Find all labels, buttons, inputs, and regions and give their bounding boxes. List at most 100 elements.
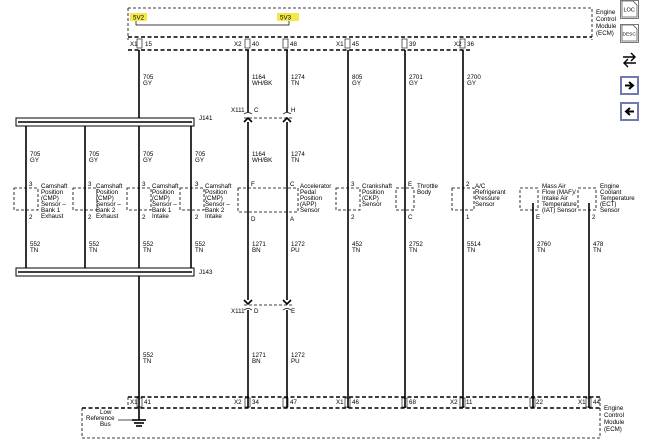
svg-text:1164: 1164 bbox=[252, 74, 266, 81]
svg-text:X1: X1 bbox=[130, 41, 138, 48]
svg-text:1272: 1272 bbox=[291, 352, 305, 359]
svg-text:J141: J141 bbox=[199, 115, 213, 122]
svg-text:PU: PU bbox=[291, 247, 300, 254]
svg-text:Mass Air: Mass Air bbox=[542, 183, 566, 190]
bottom-pin-blocks bbox=[136, 397, 592, 408]
svg-text:2: 2 bbox=[466, 181, 470, 188]
component-cmp-bank2-exhaust: 3 2 Camshaft Position (CMP) Sensor – Ban… bbox=[72, 181, 123, 221]
desc-button[interactable]: DESC bbox=[620, 24, 639, 43]
arrow-left-icon bbox=[624, 107, 634, 116]
svg-text:GY: GY bbox=[30, 157, 39, 164]
svg-text:D: D bbox=[254, 308, 259, 315]
svg-text:1164: 1164 bbox=[252, 151, 266, 158]
svg-text:40: 40 bbox=[252, 41, 259, 48]
svg-text:TN: TN bbox=[352, 247, 360, 254]
svg-text:68: 68 bbox=[409, 399, 416, 406]
ecm-top-label: Engine Control Module (ECM) bbox=[596, 9, 617, 37]
swap-button[interactable] bbox=[620, 50, 639, 69]
svg-text:C: C bbox=[408, 214, 413, 221]
svg-text:1274: 1274 bbox=[291, 151, 305, 158]
svg-text:Intake Air: Intake Air bbox=[542, 195, 568, 202]
svg-text:478: 478 bbox=[593, 241, 604, 248]
prev-button[interactable] bbox=[620, 102, 639, 121]
svg-text:Refrigerant: Refrigerant bbox=[475, 189, 506, 196]
loc-button[interactable]: LOC bbox=[620, 0, 639, 19]
svg-text:A: A bbox=[290, 216, 295, 223]
svg-text:Module: Module bbox=[604, 419, 625, 426]
svg-text:Intake: Intake bbox=[205, 213, 222, 220]
svg-text:Position: Position bbox=[41, 189, 64, 196]
wires bbox=[25, 50, 590, 408]
svg-text:1272: 1272 bbox=[291, 241, 305, 248]
svg-text:GY: GY bbox=[409, 80, 418, 87]
svg-text:C: C bbox=[290, 181, 295, 188]
svg-text:(CMP): (CMP) bbox=[152, 195, 170, 202]
svg-text:GY: GY bbox=[467, 80, 476, 87]
svg-text:Bus: Bus bbox=[100, 421, 111, 428]
svg-text:45: 45 bbox=[352, 41, 359, 48]
svg-text:(ECM): (ECM) bbox=[604, 426, 622, 433]
svg-text:Flow (MAF)/: Flow (MAF)/ bbox=[542, 189, 576, 196]
svg-text:Control: Control bbox=[596, 16, 616, 23]
svg-text:1271: 1271 bbox=[252, 352, 266, 359]
svg-text:1274: 1274 bbox=[291, 74, 305, 81]
top-connectors: X1 15 X2 40 48 X1 45 39 X2 36 bbox=[130, 41, 474, 48]
component-ect-sensor: 2 Engine Coolant Temperature (ECT) Senso… bbox=[577, 183, 635, 221]
svg-text:15: 15 bbox=[145, 41, 152, 48]
svg-text:Temperature: Temperature bbox=[600, 195, 635, 202]
svg-text:TN: TN bbox=[195, 247, 203, 254]
svg-text:D: D bbox=[251, 216, 256, 223]
svg-text:5514: 5514 bbox=[467, 241, 481, 248]
svg-text:2: 2 bbox=[195, 214, 199, 221]
svg-text:Sensor –: Sensor – bbox=[152, 201, 177, 208]
svg-text:552: 552 bbox=[143, 241, 154, 248]
loc-icon: LOC bbox=[621, 1, 638, 18]
svg-text:GY: GY bbox=[89, 157, 98, 164]
ecm-bottom-box bbox=[81, 396, 601, 439]
svg-text:2: 2 bbox=[29, 214, 33, 221]
low-reference-bus: Low Reference Bus bbox=[86, 408, 146, 428]
svg-text:F: F bbox=[251, 181, 255, 188]
svg-text:552: 552 bbox=[143, 352, 154, 359]
swap-arrows-icon bbox=[623, 52, 636, 68]
svg-text:Camshaft: Camshaft bbox=[41, 183, 68, 190]
svg-text:Exhaust: Exhaust bbox=[96, 213, 119, 220]
svg-text:X111: X111 bbox=[231, 308, 245, 315]
svg-text:452: 452 bbox=[352, 241, 363, 248]
svg-text:Position: Position bbox=[152, 189, 175, 196]
svg-text:22: 22 bbox=[536, 399, 543, 406]
svg-text:2: 2 bbox=[351, 214, 355, 221]
svg-text:WH/BK: WH/BK bbox=[252, 157, 273, 164]
svg-text:Position: Position bbox=[205, 189, 228, 196]
desc-icon: DESC bbox=[621, 25, 638, 42]
svg-text:GY: GY bbox=[143, 157, 152, 164]
splice-j143: J143 bbox=[15, 267, 213, 277]
arrow-right-icon bbox=[625, 81, 635, 90]
svg-text:552: 552 bbox=[89, 241, 100, 248]
svg-text:Engine: Engine bbox=[596, 9, 616, 16]
svg-text:(APP): (APP) bbox=[300, 201, 317, 208]
svg-text:Crankshaft: Crankshaft bbox=[362, 183, 392, 190]
svg-text:GY: GY bbox=[352, 80, 361, 87]
supply-5v3-highlight bbox=[277, 13, 299, 21]
svg-text:Sensor: Sensor bbox=[475, 201, 495, 208]
svg-text:Intake: Intake bbox=[152, 213, 169, 220]
supply-5v3: 5V3 bbox=[277, 13, 299, 22]
svg-text:1: 1 bbox=[466, 214, 470, 221]
svg-text:1271: 1271 bbox=[252, 241, 266, 248]
svg-text:BN: BN bbox=[252, 247, 261, 254]
svg-text:Module: Module bbox=[596, 23, 617, 30]
svg-text:E: E bbox=[291, 308, 295, 315]
svg-text:Sensor –: Sensor – bbox=[41, 201, 66, 208]
svg-text:705: 705 bbox=[89, 151, 100, 158]
next-button[interactable] bbox=[620, 76, 639, 95]
svg-text:Camshaft: Camshaft bbox=[205, 183, 232, 190]
svg-text:(ECM): (ECM) bbox=[596, 30, 614, 37]
component-throttle-body: E C Throttle Body bbox=[395, 181, 439, 221]
svg-text:Bank 1: Bank 1 bbox=[152, 207, 172, 214]
svg-text:H: H bbox=[291, 107, 295, 114]
svg-text:X2: X2 bbox=[450, 399, 458, 406]
svg-text:2: 2 bbox=[88, 214, 92, 221]
svg-text:Position: Position bbox=[362, 189, 385, 196]
svg-text:Pedal: Pedal bbox=[300, 189, 316, 196]
